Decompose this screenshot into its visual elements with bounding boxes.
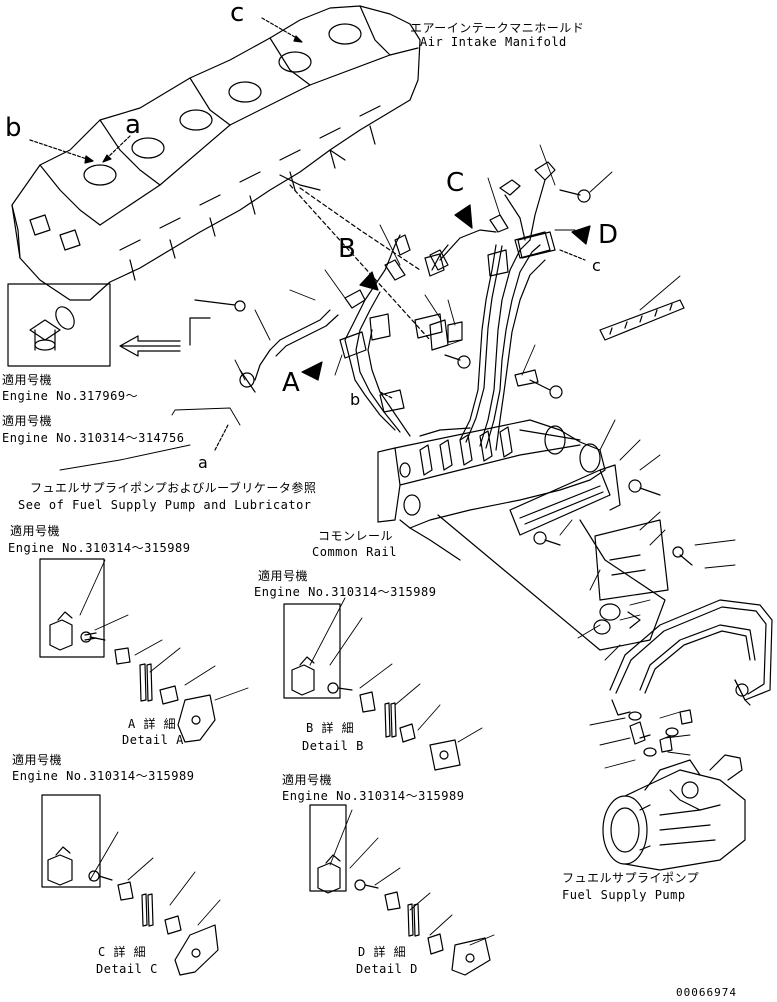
detail-d-en: Detail D (356, 962, 418, 976)
detail-b-en: Detail B (302, 739, 364, 753)
callout-D: D (598, 220, 619, 250)
applicability-b-jp: 適用号機 (258, 569, 309, 583)
fittings (629, 710, 692, 756)
applicability-2-jp: 適用号機 (2, 414, 53, 428)
detail-d-inset (310, 805, 490, 975)
callout-c-top: c (230, 0, 245, 28)
seal-inset (8, 284, 210, 366)
detail-a-jp: A 詳 細 (128, 717, 177, 731)
callout-b-left: b (5, 113, 23, 143)
connectors (340, 215, 550, 412)
detail-b-inset (284, 604, 460, 770)
fuel-pump-label-en: Fuel Supply Pump (562, 888, 686, 902)
applicability-a-jp: 適用号機 (10, 524, 61, 538)
callout-c-right: c (592, 256, 602, 275)
see-of-label-jp: フュエルサプライポンプおよびルーブリケータ参照 (30, 481, 317, 495)
applicability-b-en: Engine No.310314～315989 (254, 585, 437, 599)
fuel-supply-pump (603, 755, 745, 870)
applicability-d-jp: 適用号機 (282, 773, 333, 787)
manifold-label-jp: エアーインテークマニホールド (410, 21, 585, 35)
callout-b-center: b (350, 390, 361, 409)
detail-c-en: Detail C (96, 962, 158, 976)
bolts (195, 190, 692, 565)
common-rail-label-en: Common Rail (312, 545, 397, 559)
manifold-label-en: Air Intake Manifold (420, 35, 567, 49)
applicability-2-en: Engine No.310314～314756 (2, 431, 185, 445)
applicability-1-en: Engine No.317969～ (2, 389, 139, 403)
common-rail-label-jp: コモンレール (318, 529, 394, 543)
applicability-d-en: Engine No.310314～315989 (282, 789, 465, 803)
drawing-number: 00066974 (676, 986, 737, 999)
callout-a-bottom: a (198, 453, 209, 472)
detail-c-jp: C 詳 細 (98, 945, 147, 959)
callout-C: C (446, 168, 465, 198)
applicability-a-en: Engine No.310314～315989 (8, 541, 191, 555)
callout-B: B (338, 234, 357, 264)
fuel-pump-label-jp: フュエルサプライポンプ (562, 871, 700, 885)
applicability-1-jp: 適用号機 (2, 373, 53, 387)
callout-a-top: a (125, 110, 142, 140)
clamp-strip (430, 300, 684, 350)
callout-arrows-manifold (30, 18, 430, 340)
air-intake-manifold (12, 6, 420, 300)
applicability-c-en: Engine No.310314～315989 (12, 769, 195, 783)
detail-c-inset (42, 795, 218, 975)
view-arrows (215, 205, 590, 450)
detail-a-en: Detail A (122, 733, 184, 747)
rail-bracket (438, 465, 668, 650)
detail-b-jp: B 詳 細 (306, 721, 355, 735)
common-rail (378, 420, 605, 560)
detail-d-jp: D 詳 細 (358, 945, 407, 959)
detail-a-inset (40, 559, 215, 742)
fuel-return-pipe (610, 600, 772, 715)
clamp-brackets (425, 162, 555, 276)
applicability-c-jp: 適用号機 (12, 753, 63, 767)
callout-A: A (282, 368, 301, 398)
leader-lines (60, 145, 735, 945)
see-of-label-en: See of Fuel Supply Pump and Lubricator (18, 498, 312, 512)
fuel-injection-tubes (255, 230, 545, 450)
